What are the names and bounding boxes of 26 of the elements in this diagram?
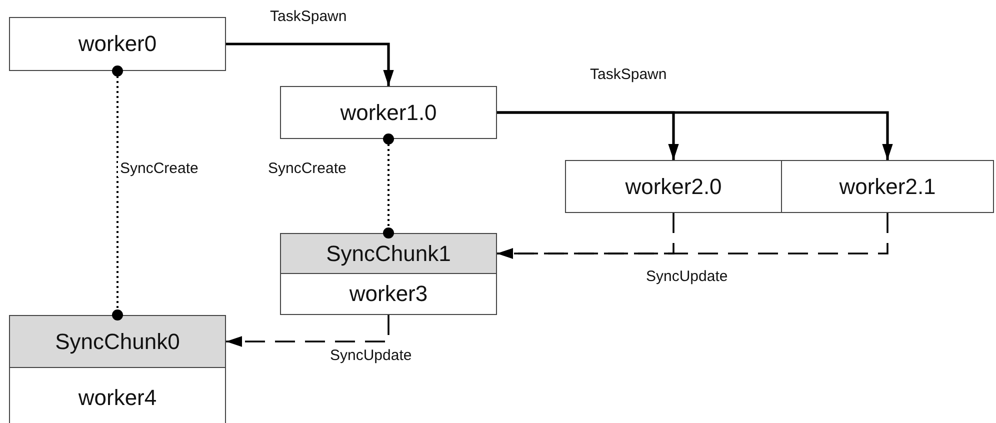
edge-label: SyncCreate — [266, 160, 348, 177]
process-box — [781, 160, 994, 213]
node-label: worker0 — [78, 31, 157, 57]
node-label: worker2.1 — [839, 174, 936, 200]
edge-label: SyncUpdate — [644, 268, 730, 285]
connector-arrow — [226, 315, 390, 347]
process-box — [9, 367, 226, 423]
node-label: worker4 — [78, 384, 157, 410]
node-label: SyncChunk0 — [55, 328, 180, 354]
connector-arrow — [497, 213, 888, 259]
edge-label: SyncCreate — [118, 160, 200, 177]
process-box — [9, 17, 226, 71]
node-label: worker2.0 — [625, 174, 722, 200]
process-box — [280, 273, 497, 315]
connector-arrow — [497, 111, 893, 160]
edge-label: TaskSpawn — [588, 66, 669, 83]
process-box — [280, 86, 497, 139]
edge-label: TaskSpawn — [268, 8, 349, 25]
header-box — [9, 315, 226, 368]
process-box — [565, 160, 782, 213]
header-box — [280, 233, 497, 274]
node-label: worker3 — [349, 281, 428, 307]
edge-label: SyncUpdate — [328, 347, 414, 364]
node-label: SyncChunk1 — [326, 240, 451, 266]
node-label: worker1.0 — [340, 100, 437, 126]
connector-arrow — [226, 42, 394, 86]
